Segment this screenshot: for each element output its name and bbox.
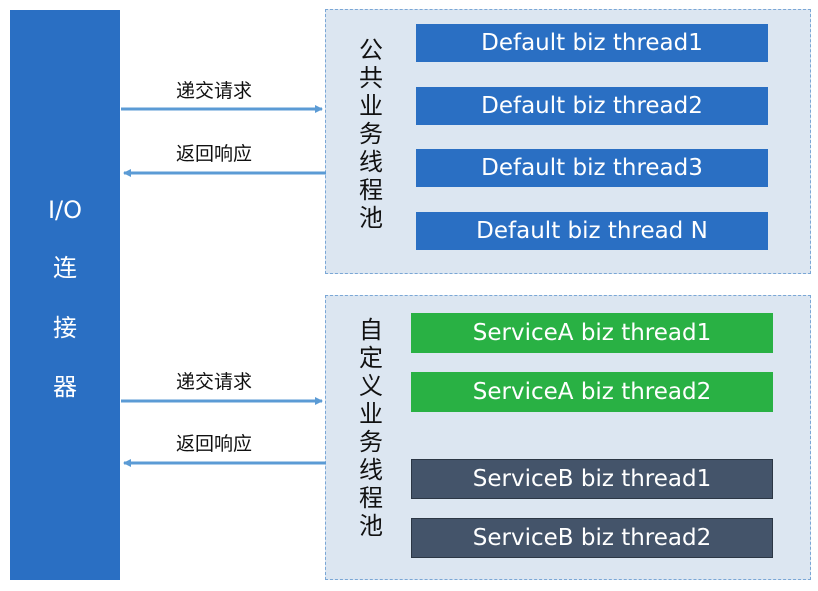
service-a-thread-2: ServiceA biz thread2: [411, 372, 773, 412]
io-connector-label-lian: 连: [53, 254, 77, 282]
custom-pool-title-char: 程: [359, 484, 383, 512]
default-thread-3: Default biz thread3: [416, 149, 768, 187]
public-pool-title-char: 务: [359, 120, 383, 148]
custom-pool-title-char: 义: [359, 372, 383, 400]
io-connector-label-jie: 接: [53, 314, 77, 342]
default-thread-1: Default biz thread1: [416, 24, 768, 62]
custom-pool-title-char: 定: [359, 344, 383, 372]
service-b-thread-2: ServiceB biz thread2: [411, 518, 773, 558]
custom-pool-title-char: 务: [359, 428, 383, 456]
public-pool-title-char: 程: [359, 176, 383, 204]
default-thread-n: Default biz thread N: [416, 212, 768, 250]
public-pool-title-char: 池: [359, 204, 383, 232]
default-thread-2: Default biz thread2: [416, 87, 768, 125]
service-a-thread-1: ServiceA biz thread1: [411, 313, 773, 353]
submit-request-label-top: 递交请求: [176, 80, 253, 102]
custom-pool-title-char: 池: [359, 512, 383, 540]
public-pool-title-char: 线: [359, 148, 383, 176]
return-response-label-top: 返回响应: [176, 143, 253, 165]
public-pool-title-char: 公: [359, 36, 383, 64]
return-response-label-bottom: 返回响应: [176, 433, 253, 455]
submit-request-label-bottom: 递交请求: [176, 371, 253, 393]
custom-pool-title-char: 线: [359, 456, 383, 484]
io-connector-label-qi: 器: [53, 373, 77, 401]
service-b-thread-1: ServiceB biz thread1: [411, 459, 773, 499]
public-pool-title-char: 共: [359, 64, 383, 92]
custom-pool-title-char: 自: [359, 316, 383, 344]
io-connector-label-io: I/O: [47, 196, 83, 224]
public-pool-title-char: 业: [359, 92, 383, 120]
io-connector-bar: [10, 10, 120, 580]
custom-pool-title-char: 业: [359, 400, 383, 428]
